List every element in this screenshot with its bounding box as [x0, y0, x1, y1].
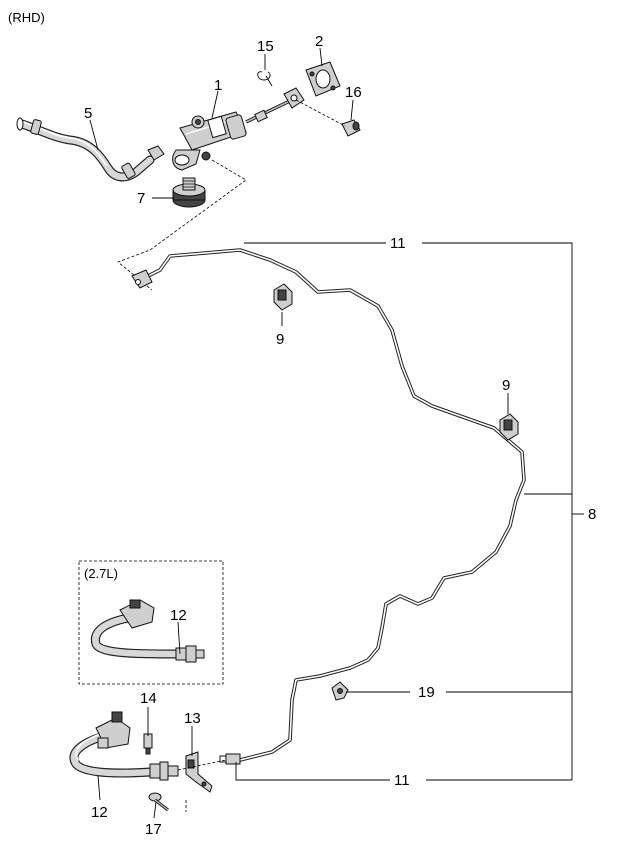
leader-lines [89, 47, 584, 819]
callout-12-bottom: 12 [91, 804, 108, 821]
inset-2.7l-box [78, 560, 224, 685]
callout-8: 8 [588, 506, 596, 523]
clevis-pin-clip-part-15 [257, 71, 273, 87]
callout-5: 5 [84, 105, 92, 122]
callout-19: 19 [418, 684, 435, 701]
callout-7: 7 [137, 190, 145, 207]
callout-12-inset: 12 [170, 607, 187, 624]
callout-14: 14 [140, 690, 157, 707]
clutch-hose-part-12-inset [90, 599, 205, 663]
nut-part-16 [341, 119, 361, 137]
bolt-part-17 [148, 792, 169, 812]
callout-11-top: 11 [390, 235, 406, 252]
callout-17: 17 [145, 821, 162, 838]
callout-9-right: 9 [502, 377, 510, 394]
hose-bracket-part-13 [185, 751, 213, 793]
gasket-part-2 [305, 61, 341, 97]
pipe-clamp-part-9-upper [273, 283, 293, 311]
callout-9-upper: 9 [276, 331, 284, 348]
pipe-clamp-part-9-right [499, 413, 519, 441]
callout-16: 16 [345, 84, 362, 101]
bolt-part-14 [143, 733, 153, 755]
callout-2: 2 [315, 33, 323, 50]
variant-label: (RHD) [8, 10, 45, 25]
pipe-clip-part-19 [331, 681, 349, 701]
callout-11-bottom: 11 [394, 772, 410, 789]
clutch-hose-part-12 [69, 711, 179, 781]
clutch-master-cylinder-part-1 [172, 87, 305, 171]
reservoir-seal-part-7 [172, 177, 206, 208]
inset-label: (2.7L) [84, 566, 118, 581]
reservoir-hose-part-5 [16, 117, 165, 182]
callout-13: 13 [184, 710, 201, 727]
callout-15: 15 [257, 38, 274, 55]
clutch-pipe-part-11 [131, 248, 526, 765]
callout-1: 1 [214, 77, 222, 94]
